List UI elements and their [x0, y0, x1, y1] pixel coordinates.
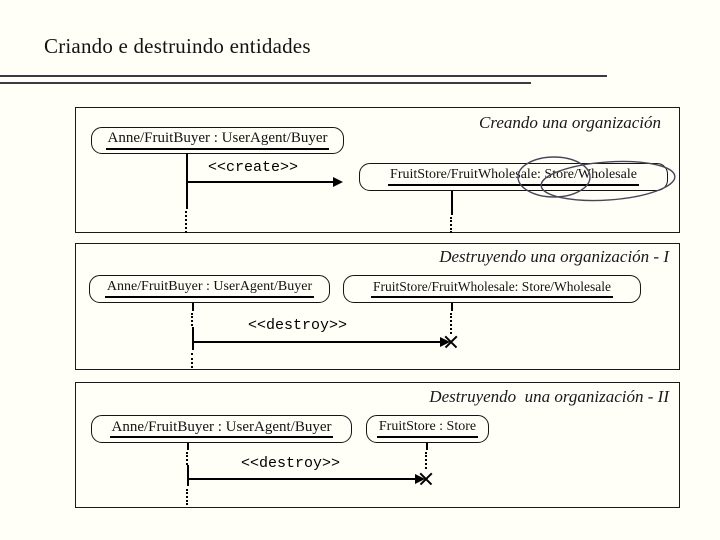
lifeline-dashed [191, 353, 193, 368]
lifeline-solid [192, 303, 194, 311]
lifeline-solid [192, 327, 194, 350]
object-box-anne-fruitbuyer: Anne/FruitBuyer : UserAgent/Buyer [91, 127, 344, 154]
page-title: Criando e destruindo entidades [44, 34, 311, 58]
destroy-message-label: <<destroy>> [241, 455, 341, 472]
lifeline-solid [451, 303, 453, 311]
lifeline-solid [451, 191, 453, 215]
lifeline-dashed [186, 489, 188, 505]
message-arrow [187, 474, 425, 484]
lifeline-dashed [191, 313, 193, 326]
lifeline-dashed [186, 452, 188, 465]
destroy-x-icon [418, 471, 434, 487]
destroy-x-icon [443, 334, 459, 350]
lifeline-solid [187, 443, 189, 450]
message-arrow [192, 337, 450, 347]
lifeline-solid [426, 443, 428, 450]
object-box-fruitstore-wholesale: FruitStore/FruitWholesale: Store/Wholesa… [343, 275, 641, 303]
panel-caption: Destruyendo una organización - I [439, 247, 669, 266]
object-label: Anne/FruitBuyer : UserAgent/Buyer [105, 130, 330, 150]
object-box-anne-fruitbuyer: Anne/FruitBuyer : UserAgent/Buyer [89, 275, 330, 303]
object-label: FruitStore : Store [376, 419, 479, 438]
lifeline-dashed [450, 313, 452, 334]
panel-destroy-organization-2: Destruyendo una organización - II Anne/F… [75, 382, 680, 508]
panel-create-organization: Creando una organización Anne/FruitBuyer… [75, 107, 680, 233]
message-arrow [187, 177, 343, 187]
create-message-label: <<create>> [208, 159, 299, 176]
panel-caption: Destruyendo una organización - II [429, 387, 669, 406]
panel-caption: Creando una organización [479, 113, 661, 132]
object-label: FruitStore/FruitWholesale: Store/Wholesa… [370, 280, 614, 298]
panel-destroy-organization-1: Destruyendo una organización - I Anne/Fr… [75, 243, 680, 370]
destroy-message-label: <<destroy>> [248, 317, 348, 334]
object-label: Anne/FruitBuyer : UserAgent/Buyer [109, 419, 334, 439]
lifeline-dashed [425, 452, 427, 469]
object-box-fruitstore: FruitStore : Store [366, 415, 489, 443]
title-underline-bottom [0, 82, 531, 84]
arrowhead-icon [333, 177, 343, 187]
title-underline-top [0, 75, 607, 77]
lifeline-dashed [185, 211, 187, 233]
lifeline-solid [186, 153, 188, 209]
object-box-anne-fruitbuyer: Anne/FruitBuyer : UserAgent/Buyer [91, 415, 352, 443]
lifeline-solid [187, 465, 189, 486]
lifeline-dashed [450, 217, 452, 233]
object-label: FruitStore/FruitWholesale: Store/Wholesa… [388, 167, 639, 186]
object-box-fruitstore-wholesale: FruitStore/FruitWholesale: Store/Wholesa… [359, 163, 668, 191]
object-label: Anne/FruitBuyer : UserAgent/Buyer [104, 279, 315, 298]
